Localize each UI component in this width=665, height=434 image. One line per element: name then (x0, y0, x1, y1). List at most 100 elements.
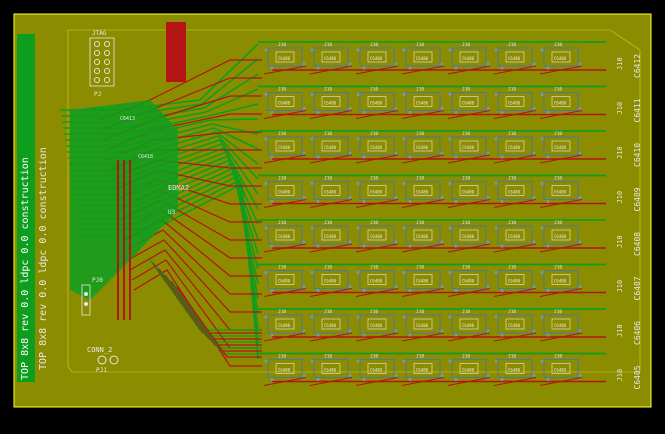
via (500, 244, 504, 248)
bundle-trace (152, 262, 262, 334)
bundle-trace (173, 283, 262, 355)
via (494, 48, 498, 52)
row-label: C6410 (633, 143, 642, 167)
cell-footprint (267, 270, 303, 289)
center-chip-group[interactable]: EDMA2 U3 C6413 C6418 (120, 116, 189, 216)
cell-label: C6480 (554, 234, 567, 239)
via (310, 359, 314, 364)
via (532, 195, 536, 200)
cell-header-label: J10 (508, 354, 516, 360)
cell-header-label: J10 (370, 309, 378, 315)
via (440, 195, 444, 200)
via (578, 62, 582, 66)
cell-header-label: J10 (508, 42, 516, 48)
cell-footprint (313, 92, 349, 111)
via (264, 137, 268, 141)
via (500, 333, 504, 337)
via (540, 270, 544, 275)
cell-label: C6480 (324, 323, 337, 328)
cell-label: C6480 (370, 323, 383, 328)
cell-label: C6480 (462, 323, 475, 328)
cell-header-label: J10 (554, 131, 562, 137)
cell-label: C6480 (508, 145, 521, 150)
pj0-label: PJ0 (92, 277, 103, 284)
cell-label: C6480 (508, 368, 521, 373)
jtag-header[interactable]: JTAG PJ (89, 30, 115, 98)
via (348, 373, 352, 378)
via (454, 244, 458, 248)
jtag-pin (93, 76, 101, 84)
cell-pad (321, 318, 341, 330)
cell-jumper (263, 332, 307, 342)
cell-footprint (451, 225, 487, 245)
cell-jumper (493, 65, 537, 75)
cell-pad (275, 96, 295, 107)
via (362, 333, 366, 337)
cell-header-label: J10 (278, 265, 286, 271)
conn-2[interactable]: CONN_2 PJ1 (87, 346, 119, 374)
via (270, 66, 274, 70)
via (532, 373, 536, 378)
pj0-connector[interactable]: PJ0 (81, 277, 103, 316)
via (546, 66, 550, 70)
